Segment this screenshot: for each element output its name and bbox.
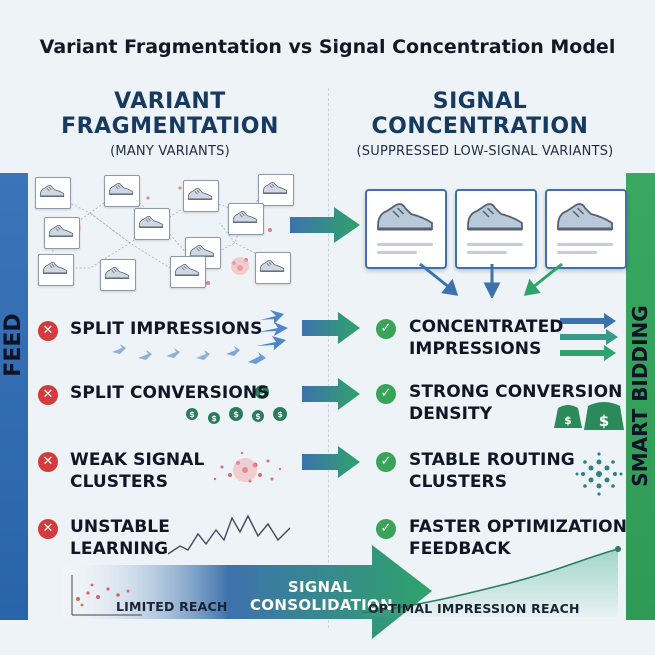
card-arrows: [419, 262, 563, 298]
right-subheading: (SUPPRESSED LOW-SIGNAL VARIANTS): [356, 144, 614, 159]
variant-thumbnail: [104, 175, 140, 207]
stable-routing-cluster: [575, 452, 623, 496]
sneaker-icon: [174, 263, 200, 276]
column-divider: [328, 88, 329, 628]
svg-text:$: $: [564, 414, 572, 427]
sneaker-icon: [232, 210, 258, 223]
check-circle-icon: ✓: [376, 452, 396, 472]
sneaker-icon: [262, 181, 288, 194]
product-card: [365, 189, 447, 269]
sneaker-icon: [48, 224, 74, 237]
signal-consolidation-band: [62, 545, 621, 639]
svg-text:$: $: [189, 410, 195, 419]
check-circle-icon: ✓: [376, 384, 396, 404]
left-subheading: (MANY VARIANTS): [110, 144, 230, 159]
right-row-text: STABLE ROUTING CLUSTERS: [409, 450, 575, 492]
variant-thumbnail: [134, 208, 170, 240]
sneaker-icon: [42, 261, 68, 274]
sneaker-icon: [104, 266, 130, 279]
check-circle-icon: ✓: [376, 319, 396, 339]
band-label: SIGNAL CONSOLIDATION: [250, 578, 393, 614]
sneaker-icon: [39, 184, 65, 197]
concentrated-impressions-arrows: [560, 313, 618, 361]
sneaker-icon: [259, 259, 285, 272]
left-heading-line2: FRAGMENTATION: [61, 114, 279, 139]
x-circle-icon: ✕: [38, 452, 58, 472]
variant-thumbnail: [228, 203, 264, 235]
sneaker-icon: [187, 187, 213, 200]
right-row-text: CONCENTRATED IMPRESSIONS: [409, 317, 564, 359]
left-heading: VARIANT FRAGMENTATION: [60, 89, 280, 139]
variant-thumbnail: [258, 174, 294, 206]
check-circle-icon: ✓: [376, 519, 396, 539]
svg-text:$: $: [259, 388, 265, 397]
left-row-text: UNSTABLE LEARNING: [70, 517, 170, 559]
split-impressions-arrows: [112, 310, 288, 364]
variant-thumbnail: [255, 252, 291, 284]
svg-text:$: $: [599, 412, 609, 430]
row-transition-arrows: [302, 312, 360, 478]
smart-bidding-label: SMART BIDDING: [628, 305, 652, 487]
feed-bar: [0, 173, 28, 620]
sneaker-icon: [138, 215, 164, 228]
x-circle-icon: ✕: [38, 321, 58, 341]
variant-thumbnail: [44, 217, 80, 249]
svg-text:$: $: [277, 410, 283, 419]
svg-text:$: $: [233, 410, 239, 419]
sneaker-icon: [377, 203, 433, 231]
right-heading: SIGNAL CONCENTRATION: [370, 89, 590, 139]
x-circle-icon: ✕: [38, 385, 58, 405]
top-transition-arrow: [290, 207, 360, 243]
variant-thumbnail: [183, 180, 219, 212]
product-card: [545, 189, 627, 269]
sneaker-icon: [108, 182, 134, 195]
split-conversions-money-icons: $ $ $ $ $ $: [186, 385, 287, 424]
right-row-text: FASTER OPTIMIZATION FEEDBACK: [409, 517, 628, 559]
weak-signal-scatter: [213, 451, 282, 483]
unstable-learning-line: [168, 514, 291, 555]
sneaker-icon: [557, 203, 613, 231]
right-heading-line1: SIGNAL: [432, 89, 528, 114]
product-card: [455, 189, 537, 269]
strong-conversion-money-icons: $$: [554, 402, 624, 430]
right-heading-line2: CONCENTRATION: [371, 114, 589, 139]
variant-thumbnail: [38, 254, 74, 286]
feed-label: FEED: [1, 313, 26, 377]
right-row-text: STRONG CONVERSION DENSITY: [409, 382, 623, 424]
variant-thumbnail: [170, 256, 206, 288]
right-bottom-label: OPTIMAL IMPRESSION REACH: [368, 601, 580, 616]
left-row-text: SPLIT IMPRESSIONS: [70, 319, 263, 339]
left-bottom-label: LIMITED REACH: [116, 599, 228, 614]
svg-text:$: $: [255, 412, 261, 421]
x-circle-icon: ✕: [38, 519, 58, 539]
left-heading-line1: VARIANT: [114, 89, 226, 114]
page-title: Variant Fragmentation vs Signal Concentr…: [39, 36, 616, 58]
sneaker-icon: [467, 203, 523, 231]
smart-bidding-bar: [626, 173, 655, 620]
svg-text:$: $: [211, 414, 217, 423]
left-row-text: WEAK SIGNAL CLUSTERS: [70, 450, 205, 492]
left-row-text: SPLIT CONVERSIONS: [70, 383, 270, 403]
variant-thumbnail: [100, 259, 136, 291]
variant-thumbnail: [35, 177, 71, 209]
